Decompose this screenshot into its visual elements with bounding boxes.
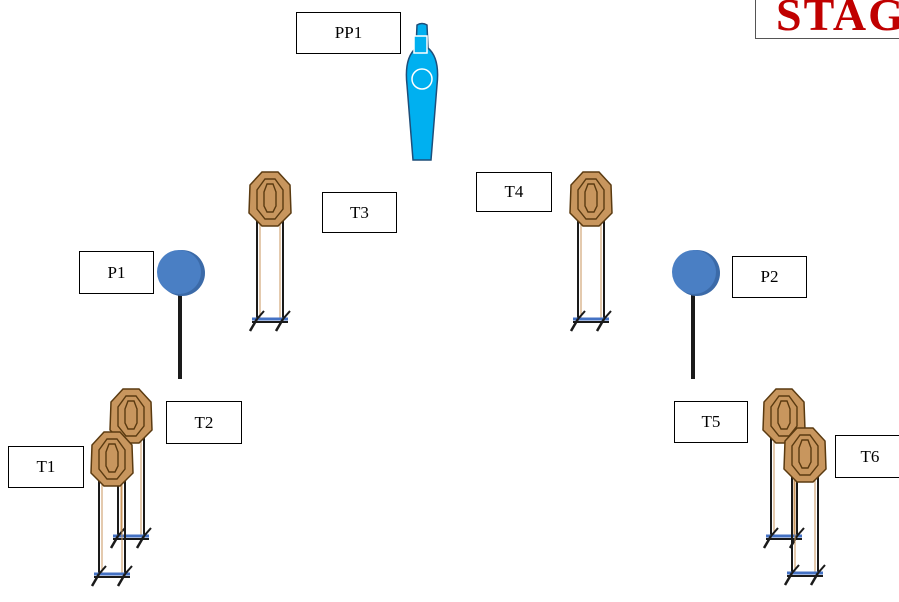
target-t4 xyxy=(569,171,613,333)
target-t6 xyxy=(783,427,827,587)
label-t2: T2 xyxy=(166,401,242,444)
shooter-pp1 xyxy=(405,22,439,161)
label-t6: T6 xyxy=(835,435,899,478)
label-t5: T5 xyxy=(674,401,748,443)
label-pp1: PP1 xyxy=(296,12,401,54)
stage-title: STAGE xyxy=(776,0,899,39)
label-p2: P2 xyxy=(732,256,807,298)
label-p1: P1 xyxy=(79,251,154,294)
target-t1 xyxy=(90,431,134,588)
label-t3: T3 xyxy=(322,192,397,233)
label-t1: T1 xyxy=(8,446,84,488)
stage-title-box: STAGE xyxy=(755,0,899,39)
label-t4: T4 xyxy=(476,172,552,212)
target-t3 xyxy=(248,171,292,333)
popper-p2 xyxy=(672,250,720,379)
popper-p1 xyxy=(157,250,205,379)
